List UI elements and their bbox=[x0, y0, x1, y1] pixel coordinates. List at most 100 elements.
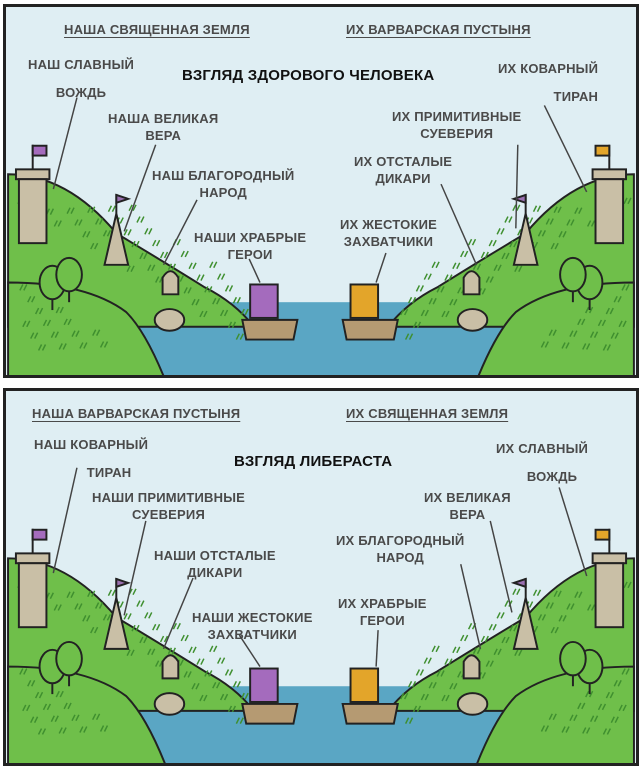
grass-hatch bbox=[404, 717, 414, 724]
grass-hatch bbox=[423, 657, 432, 664]
right-tower-flag bbox=[594, 144, 611, 157]
panel-healthy-view: НАША СВЯЩЕННАЯ ЗЕМЛЯ ИХ ВАРВАРСКАЯ ПУСТЫ… bbox=[3, 4, 639, 378]
grass-hatch bbox=[152, 623, 161, 631]
grass-hatch bbox=[199, 310, 208, 318]
grass-hatch bbox=[496, 228, 505, 235]
pointer-line bbox=[375, 630, 379, 667]
right-spire-flag bbox=[510, 577, 527, 589]
grass-hatch bbox=[545, 602, 554, 609]
grass-hatch bbox=[219, 309, 229, 317]
grass-hatch bbox=[569, 714, 578, 722]
grass-hatch bbox=[82, 231, 91, 238]
grass-hatch bbox=[589, 715, 599, 722]
right-tower-battlement bbox=[591, 552, 628, 565]
left-ship-hull bbox=[241, 702, 299, 725]
grass-hatch bbox=[199, 694, 208, 702]
grass-hatch bbox=[428, 681, 437, 689]
grass-hatch bbox=[501, 252, 510, 260]
pointer-line bbox=[558, 487, 588, 577]
grass-hatch bbox=[92, 713, 101, 721]
grass-hatch bbox=[74, 603, 83, 610]
grass-hatch bbox=[618, 704, 627, 712]
grass-hatch bbox=[602, 344, 611, 351]
grass-hatch bbox=[42, 703, 52, 711]
grass-hatch bbox=[30, 716, 39, 723]
grass-hatch bbox=[58, 343, 67, 350]
left-hut bbox=[161, 654, 180, 680]
grass-hatch bbox=[441, 694, 450, 702]
grass-hatch bbox=[144, 228, 153, 235]
grass-hatch bbox=[586, 220, 596, 227]
grass-hatch bbox=[53, 220, 62, 227]
grass-hatch bbox=[577, 318, 586, 326]
scene-illustration bbox=[7, 97, 635, 375]
grass-hatch bbox=[501, 636, 510, 644]
grass-hatch bbox=[34, 307, 44, 315]
left-tower-battlement bbox=[14, 168, 51, 181]
grass-hatch bbox=[540, 341, 549, 348]
grass-hatch bbox=[569, 330, 578, 337]
grass-hatch bbox=[188, 646, 197, 654]
grass-hatch bbox=[574, 207, 583, 214]
grass-hatch bbox=[532, 589, 542, 597]
grass-hatch bbox=[79, 342, 88, 349]
grass-hatch bbox=[444, 658, 453, 665]
grass-hatch bbox=[444, 274, 453, 281]
grass-hatch bbox=[128, 204, 137, 212]
grass-hatch bbox=[63, 702, 72, 710]
right-hut bbox=[462, 654, 481, 680]
grass-hatch bbox=[577, 702, 586, 710]
grass-hatch bbox=[441, 310, 450, 318]
pointer-line bbox=[440, 183, 478, 266]
grass-hatch bbox=[235, 717, 244, 724]
grass-hatch bbox=[407, 296, 417, 304]
right-tower-flag bbox=[594, 528, 611, 541]
right-ship-sail bbox=[349, 283, 380, 319]
grass-hatch bbox=[71, 330, 80, 337]
grass-hatch bbox=[224, 285, 234, 292]
grass-hatch bbox=[436, 286, 445, 293]
grass-hatch bbox=[34, 691, 44, 699]
grass-hatch bbox=[126, 265, 135, 273]
grass-hatch bbox=[415, 669, 425, 676]
grass-hatch bbox=[50, 715, 59, 722]
grass-hatch bbox=[550, 242, 559, 250]
grass-hatch bbox=[30, 332, 39, 339]
grass-hatch bbox=[66, 591, 75, 598]
grass-hatch bbox=[532, 205, 542, 212]
panel-liberal-view: НАША ВАРВАРСКАЯ ПУСТЫНЯ ИХ СВЯЩЕННАЯ ЗЕМ… bbox=[3, 388, 639, 766]
grass-hatch bbox=[139, 636, 148, 644]
grass-hatch bbox=[27, 680, 36, 687]
grass-hatch bbox=[136, 600, 145, 607]
right-land-header: ИХ СВЯЩЕННАЯ ЗЕМЛЯ bbox=[346, 406, 509, 421]
grass-hatch bbox=[589, 331, 599, 338]
grass-hatch bbox=[196, 274, 205, 281]
grass-hatch bbox=[224, 669, 234, 676]
grass-hatch bbox=[574, 591, 583, 598]
left-land-header: НАША СВЯЩЕННАЯ ЗЕМЛЯ bbox=[64, 22, 250, 37]
grass-hatch bbox=[621, 668, 630, 675]
right-spire bbox=[512, 213, 539, 266]
grass-hatch bbox=[548, 329, 557, 336]
grass-hatch bbox=[180, 250, 189, 258]
grass-hatch bbox=[537, 614, 547, 621]
grass-hatch bbox=[585, 306, 594, 314]
grass-hatch bbox=[191, 298, 200, 306]
grass-hatch bbox=[74, 219, 83, 226]
grass-hatch bbox=[423, 273, 432, 280]
grass-hatch bbox=[605, 691, 614, 699]
grass-hatch bbox=[232, 680, 241, 688]
right-spire-flag bbox=[510, 193, 527, 205]
pointer-line bbox=[248, 258, 261, 283]
left-rock bbox=[153, 692, 186, 716]
grass-hatch bbox=[227, 705, 237, 713]
grass-hatch bbox=[485, 660, 494, 667]
grass-hatch bbox=[412, 705, 422, 713]
grass-hatch bbox=[550, 626, 559, 634]
